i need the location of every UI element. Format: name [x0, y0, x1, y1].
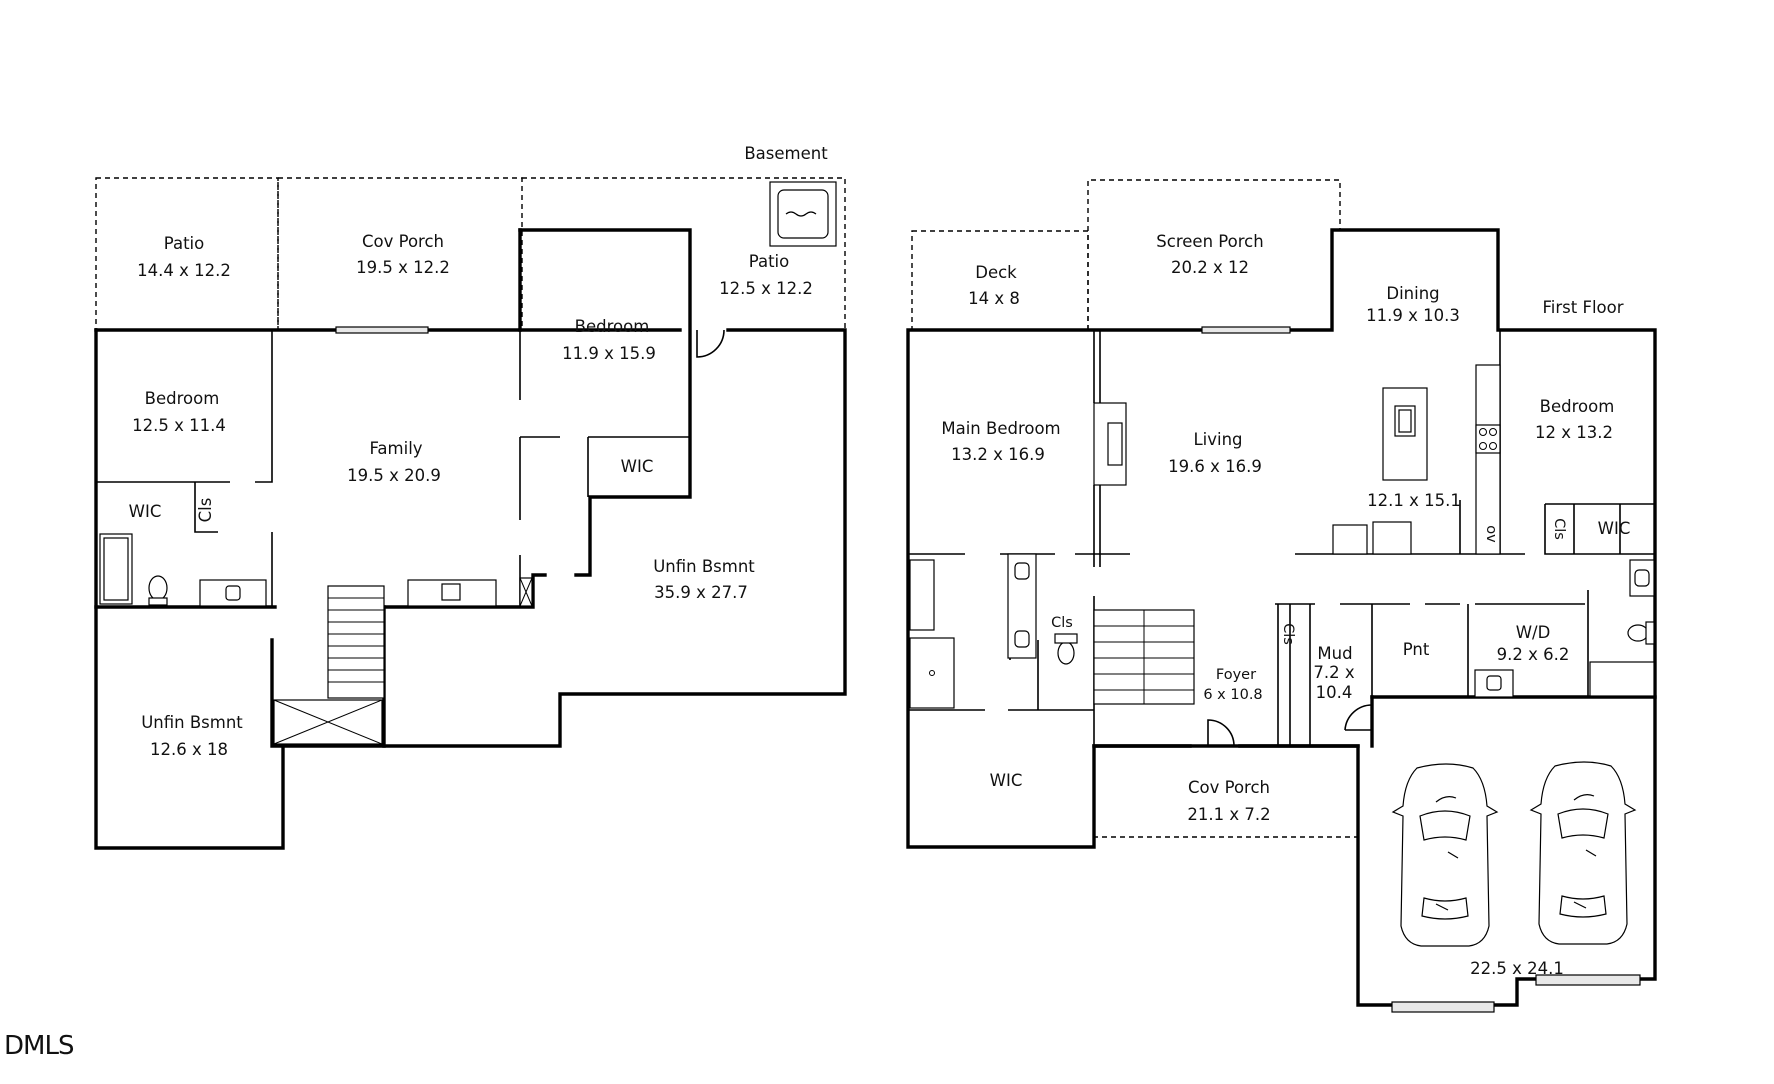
garage-dims: 22.5 x 24.1 — [1470, 959, 1564, 978]
car-icon — [1529, 761, 1637, 945]
bedroom-mid-name: Bedroom — [575, 317, 650, 336]
screen-porch-name: Screen Porch — [1156, 232, 1263, 251]
bedroom-left-name: Bedroom — [145, 389, 220, 408]
foyer-cls-wall — [1277, 604, 1291, 746]
patio-right-outline — [522, 177, 846, 330]
patio-right-dims: 12.5 x 12.2 — [719, 279, 813, 298]
bed-toilet-icon — [1627, 621, 1655, 645]
cov-porch-outline — [277, 177, 523, 331]
garage-door-right — [1535, 974, 1641, 986]
dining-name: Dining — [1386, 284, 1439, 303]
basement-plan: Basement Patio 14.4 x 12.2 Cov Porch 19.… — [94, 144, 847, 850]
bedroom-mid-wall — [518, 228, 692, 577]
screen-porch-outline — [1087, 179, 1341, 330]
ov-label: ov — [1483, 525, 1499, 543]
bedroom-dims: 12 x 13.2 — [1535, 423, 1613, 442]
living-dims: 19.6 x 16.9 — [1168, 457, 1262, 476]
bed-shower-icon — [1589, 661, 1655, 697]
mud-name: Mud — [1317, 644, 1352, 663]
first-floor-title: First Floor — [1542, 298, 1623, 317]
hot-tub-icon — [769, 181, 837, 247]
family-dims: 19.5 x 20.9 — [347, 466, 441, 485]
first-floor-plan: First Floor Deck 14 x 8 Screen Porch 20.… — [906, 179, 1657, 1013]
kitchen-island — [1382, 387, 1428, 481]
wic-bed-name: WIC — [1598, 519, 1631, 538]
mud-dims-1: 7.2 x — [1313, 663, 1354, 682]
mud-door-stop — [1345, 705, 1373, 731]
main-bedroom-dims: 13.2 x 16.9 — [951, 445, 1045, 464]
front-door-swing — [1207, 719, 1235, 747]
basement-wall-west-south — [94, 328, 285, 850]
bedroom-left-east-wall — [255, 330, 273, 483]
pnt-wd-walls — [1371, 590, 1589, 697]
screen-porch-dims: 20.2 x 12 — [1171, 258, 1249, 277]
foyer-dims: 6 x 10.8 — [1203, 687, 1262, 703]
ff-slider — [1201, 326, 1291, 334]
wic-mid-name: WIC — [621, 457, 654, 476]
unfin-left-name: Unfin Bsmnt — [141, 713, 243, 732]
bedroom-cls-wic-wall — [1544, 503, 1655, 555]
kitchen-dims: 12.1 x 15.1 — [1367, 491, 1461, 510]
basement-wall-east-south — [382, 328, 847, 748]
unfin-right-name: Unfin Bsmnt — [653, 557, 755, 576]
cls-left-name: Cls — [196, 498, 215, 523]
living-name: Living — [1193, 430, 1242, 449]
bedroom-left-dims: 12.5 x 11.4 — [132, 416, 226, 435]
kitchen-counter — [1475, 364, 1501, 555]
bedroom-mid-dims: 11.9 x 15.9 — [562, 344, 656, 363]
cls-bath-name: Cls — [1051, 615, 1073, 631]
wd-dims: 9.2 x 6.2 — [1497, 645, 1570, 664]
family-name: Family — [369, 439, 422, 458]
basement-slider — [335, 326, 429, 334]
fireplace-icon — [1093, 402, 1127, 486]
cls-foyer-name: Cls — [1280, 623, 1296, 645]
basement-family-south-wall — [382, 573, 547, 609]
patio-left-dims: 14.4 x 12.2 — [137, 261, 231, 280]
cls-wic-divider — [1573, 504, 1621, 554]
mud-dims-2: 10.4 — [1316, 683, 1353, 702]
deck-dims: 14 x 8 — [968, 289, 1020, 308]
basement-title: Basement — [744, 144, 828, 163]
ff-stairs — [1093, 609, 1195, 705]
dmls-logo: DMLS — [4, 1031, 74, 1061]
bedroom-name: Bedroom — [1540, 397, 1615, 416]
cov-porch-ff-dims: 21.1 x 7.2 — [1187, 805, 1270, 824]
wic-main-name: WIC — [990, 771, 1023, 790]
main-toilet-icon — [1054, 633, 1078, 665]
deck-name: Deck — [975, 263, 1017, 282]
patio-left-outline — [95, 177, 279, 331]
unfin-left-dims: 12.6 x 18 — [150, 740, 228, 759]
unfin-right-dims: 35.9 x 27.7 — [654, 583, 748, 602]
main-shower-icon — [909, 637, 955, 709]
cls-left-wall — [194, 482, 218, 533]
patio-left-name: Patio — [164, 234, 204, 253]
cov-porch-ff-name: Cov Porch — [1188, 778, 1270, 797]
pnt-name: Pnt — [1403, 640, 1430, 659]
fridge-icon — [1332, 524, 1368, 555]
foyer-name: Foyer — [1216, 667, 1256, 683]
car-icon — [1391, 763, 1499, 947]
first-floor-exterior — [906, 228, 1657, 1007]
bed-vanity-icon — [1629, 559, 1655, 597]
sink-icon — [1372, 521, 1412, 555]
patio-right-name: Patio — [749, 252, 789, 271]
mud-door-swing — [1344, 704, 1373, 731]
main-bedroom-name: Main Bedroom — [941, 419, 1060, 438]
wic-left-name: WIC — [129, 502, 162, 521]
basement-stairs — [273, 585, 385, 745]
cov-porch-dims: 19.5 x 12.2 — [356, 258, 450, 277]
garage-door-left — [1391, 1001, 1495, 1013]
cov-porch-name: Cov Porch — [362, 232, 444, 251]
basement-door-swing — [696, 329, 725, 358]
cls-bed-name: Cls — [1551, 518, 1567, 540]
bedroom-west-wall — [1499, 330, 1525, 555]
main-tub-icon — [909, 559, 935, 631]
wd-name: W/D — [1516, 623, 1551, 642]
dining-dims: 11.9 x 10.3 — [1366, 306, 1460, 325]
toilet-icon — [148, 575, 168, 606]
